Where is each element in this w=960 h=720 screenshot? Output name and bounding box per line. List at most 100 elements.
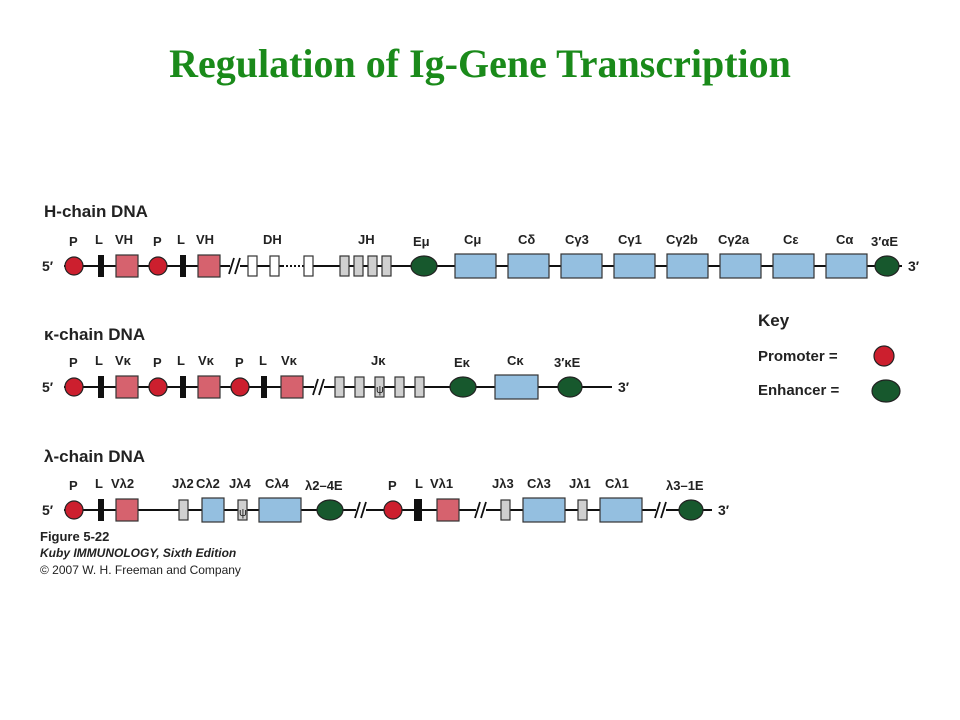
- k-promoter-3: [230, 377, 250, 397]
- k-jk-segment: [374, 376, 385, 398]
- k-3prime: 3′: [618, 379, 630, 395]
- l-promoter-1: [64, 500, 84, 520]
- k-promoter-1: [64, 377, 84, 397]
- h-enhancer-mu: [410, 255, 438, 277]
- l-cl3-segment: [522, 497, 566, 523]
- k-vk-segment-3: [280, 375, 304, 399]
- h-label-jh: JH: [358, 232, 375, 247]
- l-vl1-segment: [436, 498, 460, 522]
- l-break-mark: [354, 501, 667, 519]
- l-label-cl3: Cλ3: [527, 476, 551, 491]
- h-label-l2: L: [177, 232, 185, 247]
- h-promoter-2: [148, 256, 168, 276]
- h-label-l1: L: [95, 232, 103, 247]
- k-jk-segment: [394, 376, 405, 398]
- h-jh-segment: [367, 255, 378, 277]
- h-label-emu: Eμ: [413, 234, 430, 249]
- k-label-jk: Jκ: [371, 353, 386, 368]
- k-vk-segment-2: [197, 375, 221, 399]
- h-chain-row: H-chain DNA 5′ 3′ P L VH P L VH DH JH Eμ: [42, 202, 920, 279]
- l-leader-2: [414, 499, 422, 521]
- key-promoter-symbol: [873, 345, 895, 367]
- l-cl1-segment: [599, 497, 643, 523]
- h-cmu-segment: [454, 253, 497, 279]
- l-label-cl4: Cλ4: [265, 476, 290, 491]
- l-label-l2: L: [415, 476, 423, 491]
- h-cdelta-segment: [507, 253, 550, 279]
- l-label-jl4: Jλ4: [229, 476, 251, 491]
- k-ck-segment: [494, 374, 539, 400]
- k-label-vk1: Vκ: [115, 353, 132, 368]
- h-chain-heading: H-chain DNA: [44, 202, 148, 221]
- k-promoter-2: [148, 377, 168, 397]
- l-cl4-segment: [258, 497, 302, 523]
- h-label-p1: P: [69, 234, 78, 249]
- k-chain-row: κ-chain DNA 5′ 3′ P L Vκ P L Vκ P L Vκ J…: [42, 325, 630, 400]
- h-break-mark: [228, 257, 241, 275]
- l-label-e24: λ2–4E: [305, 478, 343, 493]
- k-leader-2: [180, 376, 186, 398]
- key-promoter-label: Promoter =: [758, 348, 838, 365]
- h-promoter-1: [64, 256, 84, 276]
- k-enhancer-ek: [449, 376, 477, 398]
- l-label-vl2: Vλ2: [111, 476, 134, 491]
- k-jk-segment: [334, 376, 345, 398]
- k-label-p1: P: [69, 355, 78, 370]
- h-label-dh: DH: [263, 232, 282, 247]
- k-chain-heading: κ-chain DNA: [44, 325, 145, 344]
- l-5prime: 5′: [42, 502, 54, 518]
- k-label-l2: L: [177, 353, 185, 368]
- l-label-jl2: Jλ2: [172, 476, 194, 491]
- l-label-vl1: Vλ1: [430, 476, 453, 491]
- h-label-cdelta: Cδ: [518, 232, 535, 247]
- l-cl2-segment: [201, 497, 225, 523]
- l-leader-1: [98, 499, 104, 521]
- h-dh-segment: [269, 255, 280, 277]
- l-enhancer-24: [316, 499, 344, 521]
- h-cg2b-segment: [666, 253, 709, 279]
- h-label-calpha: Cα: [836, 232, 853, 247]
- h-label-ceps: Cε: [783, 232, 799, 247]
- h-jh-segment: [339, 255, 350, 277]
- h-label-cg3: Cγ3: [565, 232, 589, 247]
- page-title: Regulation of Ig-Gene Transcription: [169, 41, 791, 86]
- h-leader-1: [98, 255, 104, 277]
- h-vh-segment-2: [197, 254, 221, 278]
- h-leader-2: [180, 255, 186, 277]
- figure-number: Figure 5-22: [40, 529, 110, 544]
- h-label-p2: P: [153, 234, 162, 249]
- h-label-e3alpha: 3′αE: [871, 234, 898, 249]
- book-title: Kuby IMMUNOLOGY, Sixth Edition: [40, 546, 237, 560]
- k-label-l1: L: [95, 353, 103, 368]
- h-cg2a-segment: [719, 253, 762, 279]
- h-calpha-segment: [825, 253, 868, 279]
- key-enhancer-symbol: [871, 379, 901, 403]
- l-promoter-2: [383, 500, 403, 520]
- l-label-cl1: Cλ1: [605, 476, 629, 491]
- h-label-vh1: VH: [115, 232, 133, 247]
- h-jh-segment: [381, 255, 392, 277]
- h-label-vh2: VH: [196, 232, 214, 247]
- l-chain-heading: λ-chain DNA: [44, 447, 145, 466]
- l-3prime: 3′: [718, 502, 730, 518]
- h-3prime: 3′: [908, 258, 920, 274]
- k-leader-3: [261, 376, 267, 398]
- h-ceps-segment: [772, 253, 815, 279]
- k-label-vk2: Vκ: [198, 353, 215, 368]
- l-chain-row: λ-chain DNA 5′ 3′ P L Vλ2 Jλ2 Cλ2 Jλ4 ψ …: [42, 447, 730, 523]
- l-label-p1: P: [69, 478, 78, 493]
- k-break-mark: [312, 378, 325, 396]
- l-label-jl1: Jλ1: [569, 476, 591, 491]
- copyright: © 2007 W. H. Freeman and Company: [40, 563, 241, 577]
- l-vl2-segment: [115, 498, 139, 522]
- h-dh-segment: [247, 255, 258, 277]
- h-jh-segment: [353, 255, 364, 277]
- l-label-jl3: Jλ3: [492, 476, 514, 491]
- h-vh-segment-1: [115, 254, 139, 278]
- k-label-ek: Eκ: [454, 355, 471, 370]
- l-jl1-segment: [577, 499, 588, 521]
- k-label-l3: L: [259, 353, 267, 368]
- key-enhancer-label: Enhancer =: [758, 382, 840, 399]
- h-dh-segment: [303, 255, 314, 277]
- k-pseudo-symbol: ψ: [376, 384, 384, 396]
